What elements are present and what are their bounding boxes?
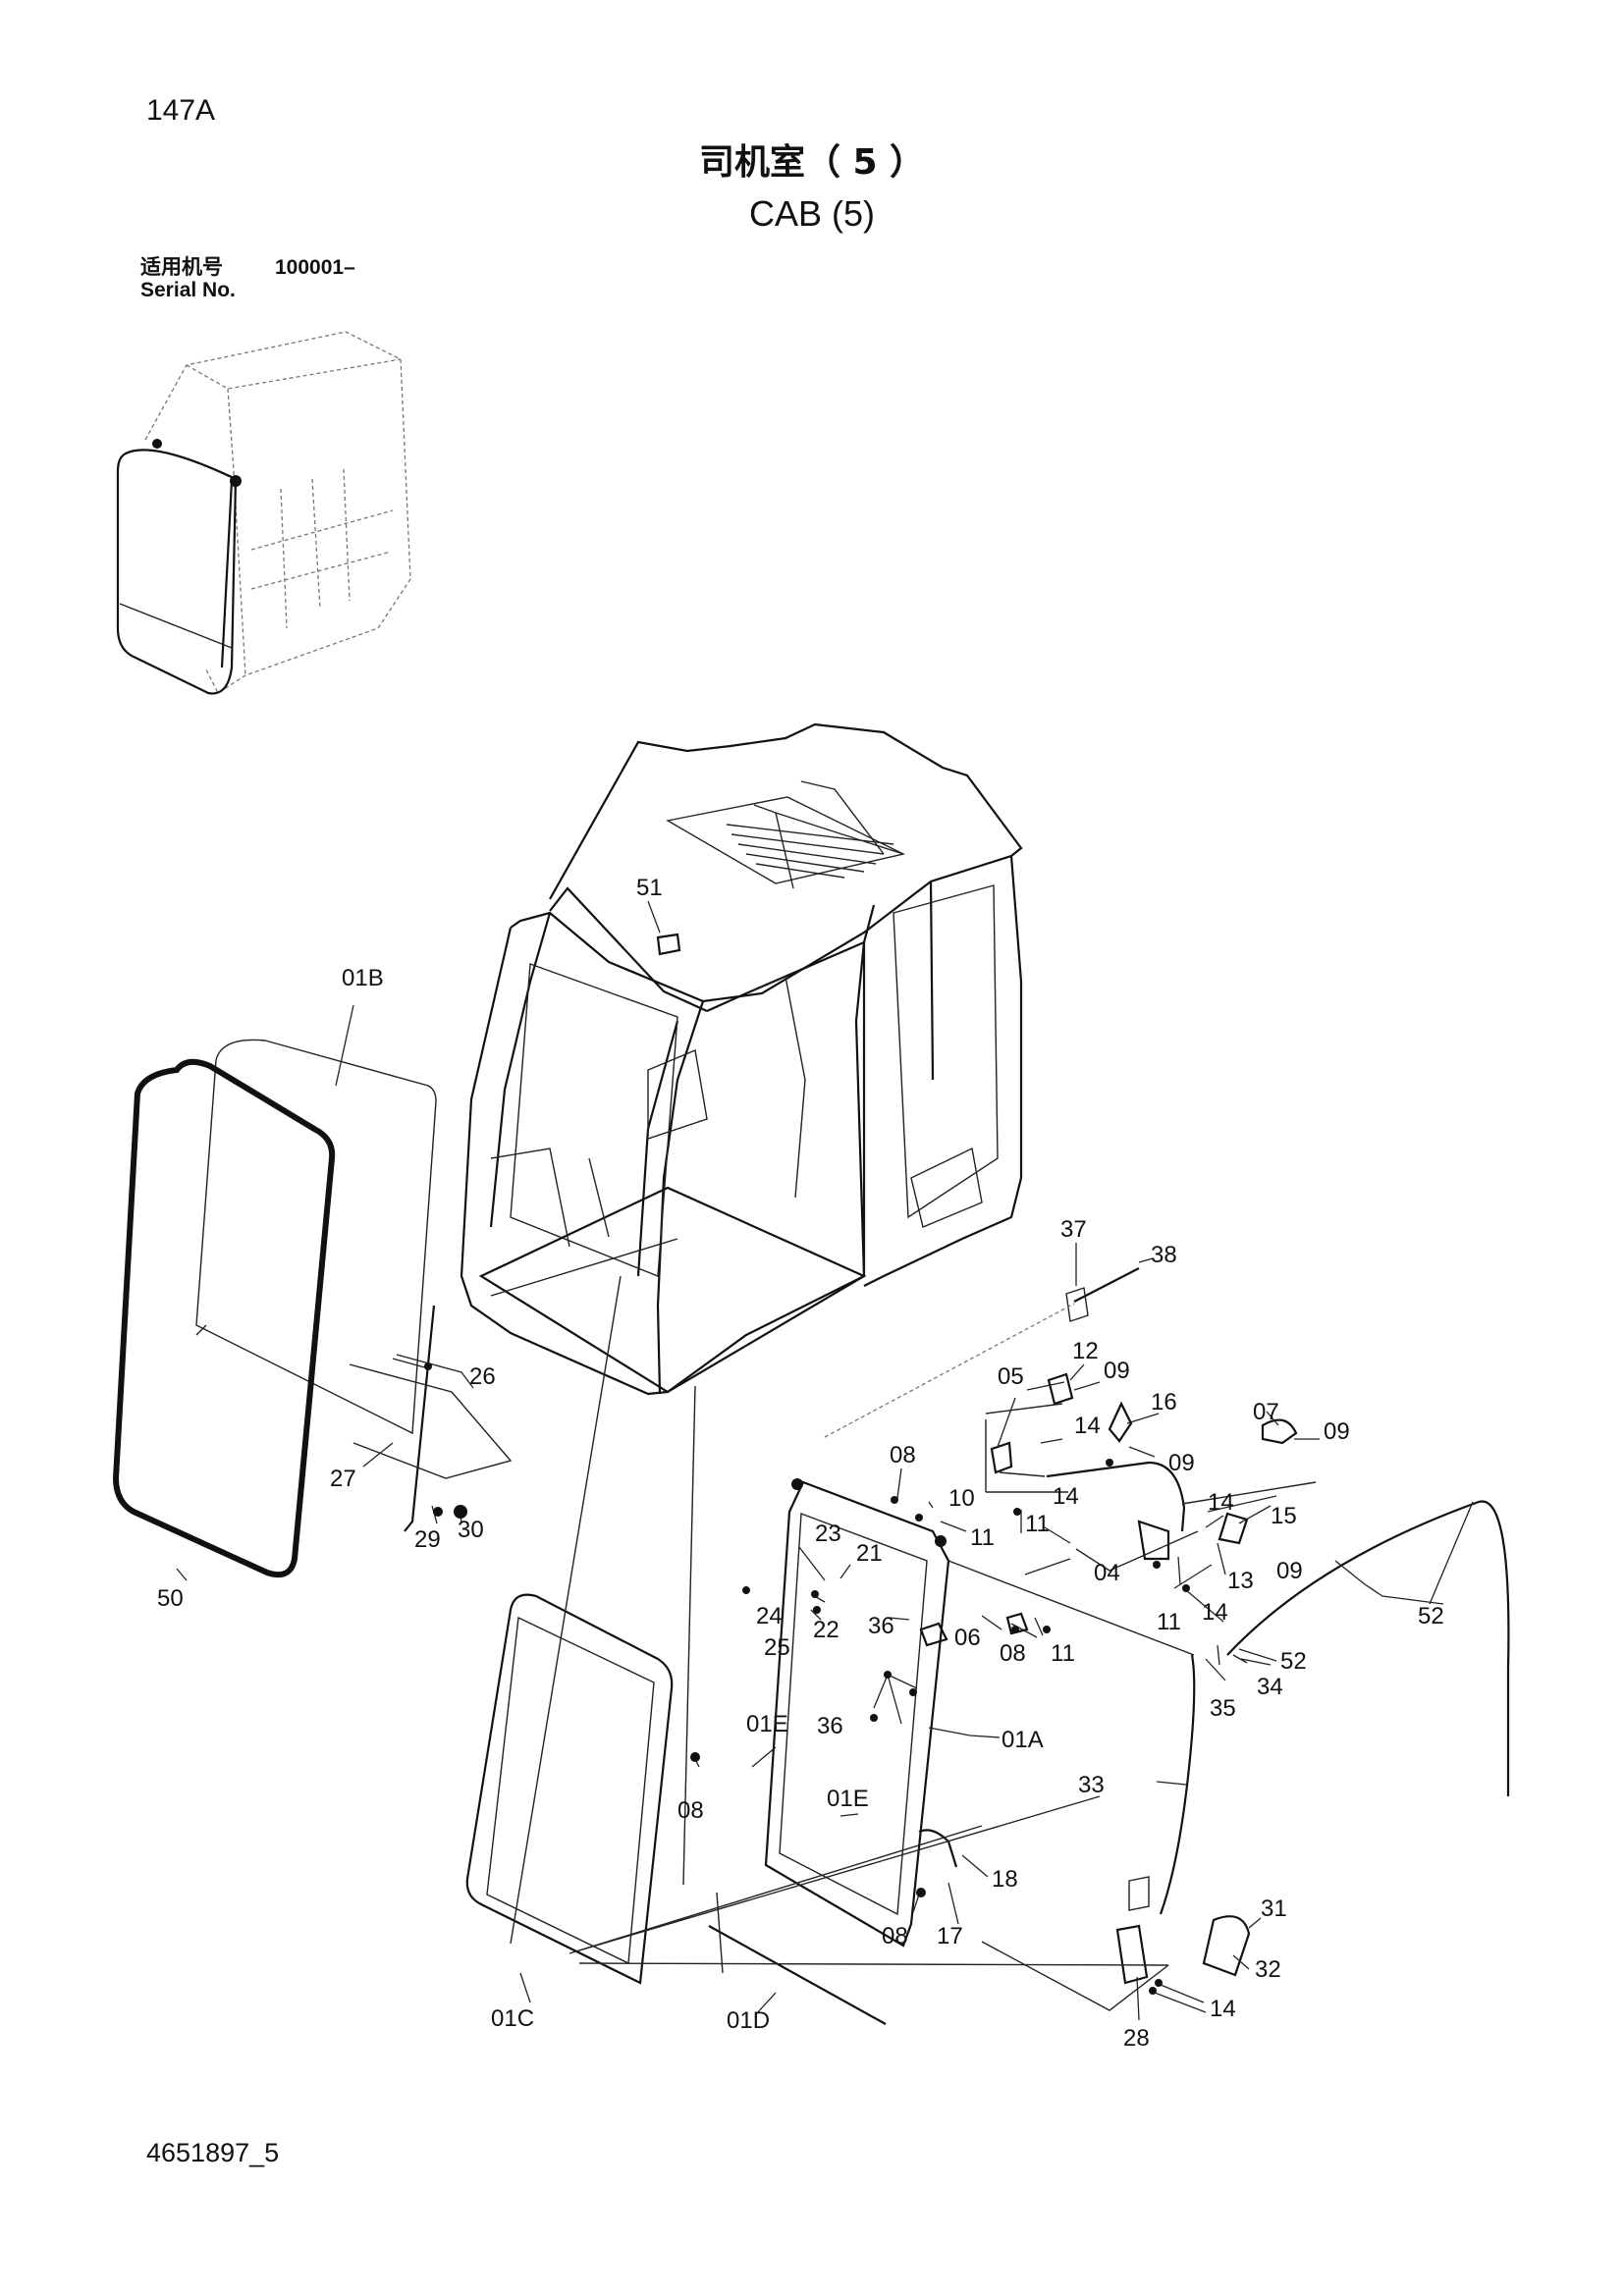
fastener-dots	[424, 1362, 1190, 1995]
callout-01D: 01D	[727, 2007, 770, 2034]
callout-11: 11	[970, 1524, 995, 1551]
assembly-guide-lines	[349, 1275, 1317, 2011]
title-english: CAB (5)	[748, 193, 876, 234]
callout-25: 25	[764, 1634, 790, 1661]
callout-37: 37	[1060, 1216, 1087, 1243]
callout-13: 13	[1227, 1568, 1254, 1594]
callout-09: 09	[1276, 1558, 1303, 1584]
callout-05: 05	[998, 1363, 1024, 1390]
callout-16: 16	[1151, 1389, 1177, 1415]
leader-lines	[176, 900, 1474, 2021]
callout-14: 14	[1074, 1413, 1101, 1439]
callout-04: 04	[1094, 1560, 1120, 1586]
callout-06: 06	[954, 1625, 981, 1651]
callout-01A: 01A	[1001, 1727, 1044, 1753]
callout-12: 12	[1072, 1338, 1099, 1364]
lower-glass-01C	[465, 1593, 674, 1985]
callout-50: 50	[157, 1585, 184, 1612]
callout-14: 14	[1210, 1996, 1236, 2022]
callout-10: 10	[948, 1485, 975, 1512]
cable-52	[1226, 1500, 1510, 1796]
callout-14: 14	[1208, 1489, 1234, 1516]
callout-18: 18	[992, 1866, 1018, 1893]
cable-33	[1159, 1654, 1196, 1915]
callout-11: 11	[1025, 1511, 1050, 1537]
serial-value: 100001–	[275, 256, 355, 279]
callout-28: 28	[1123, 2025, 1150, 2052]
callout-21: 21	[856, 1540, 883, 1567]
callout-01C: 01C	[491, 2005, 534, 2032]
callout-26: 26	[469, 1363, 496, 1390]
callout-11: 11	[1157, 1609, 1181, 1635]
cab-frame	[460, 722, 1023, 1396]
cab-thumbnail	[116, 331, 411, 695]
callout-labels: 51 01B 37 38 12 09 05 16 07 09 14 09 26 …	[157, 875, 1444, 2052]
callout-08: 08	[677, 1797, 704, 1824]
rod-37-38	[824, 1267, 1140, 1438]
callout-09: 09	[1324, 1418, 1350, 1445]
upper-glass-01B	[195, 1039, 437, 1435]
callout-17: 17	[937, 1923, 963, 1949]
serial-label-chinese: 适用机号	[140, 255, 223, 279]
door-frame-01A	[764, 1478, 950, 1948]
callout-22: 22	[813, 1617, 839, 1643]
callout-36: 36	[868, 1613, 894, 1639]
callout-52: 52	[1280, 1648, 1307, 1675]
callout-38: 38	[1151, 1242, 1177, 1268]
callout-29: 29	[414, 1526, 441, 1553]
callout-14: 14	[1053, 1483, 1079, 1510]
page-number: 147A	[146, 94, 216, 127]
callout-07: 07	[1253, 1399, 1279, 1425]
callout-35: 35	[1210, 1695, 1236, 1722]
seal-strip-01D	[708, 1925, 887, 2025]
callout-08: 08	[882, 1923, 908, 1949]
callout-01E: 01E	[827, 1786, 869, 1812]
callout-32: 32	[1255, 1956, 1281, 1983]
serial-label-english: Serial No.	[140, 279, 236, 301]
callout-09: 09	[1168, 1450, 1195, 1476]
document-number: 4651897_5	[146, 2138, 280, 2167]
callout-15: 15	[1271, 1503, 1297, 1529]
callout-01E: 01E	[746, 1711, 788, 1737]
callout-01B: 01B	[342, 965, 384, 991]
callout-23: 23	[815, 1521, 841, 1547]
seal-strip-27	[404, 1305, 436, 1532]
callout-27: 27	[330, 1466, 356, 1492]
callout-52: 52	[1418, 1603, 1444, 1629]
callout-51: 51	[636, 875, 663, 901]
callout-09: 09	[1104, 1358, 1130, 1384]
callout-36: 36	[817, 1713, 843, 1739]
callout-31: 31	[1261, 1896, 1287, 1922]
lock-parts	[918, 1372, 1298, 1985]
callout-11: 11	[1051, 1640, 1075, 1667]
callout-33: 33	[1078, 1772, 1105, 1798]
window-seal-50	[112, 1058, 336, 1578]
title-chinese: 司机室（ 5 ）	[698, 142, 926, 183]
callout-30: 30	[458, 1517, 484, 1543]
callout-24: 24	[756, 1603, 783, 1629]
callout-08: 08	[890, 1442, 916, 1468]
callout-08: 08	[1000, 1640, 1026, 1667]
callout-14: 14	[1202, 1599, 1228, 1626]
callout-34: 34	[1257, 1674, 1283, 1700]
